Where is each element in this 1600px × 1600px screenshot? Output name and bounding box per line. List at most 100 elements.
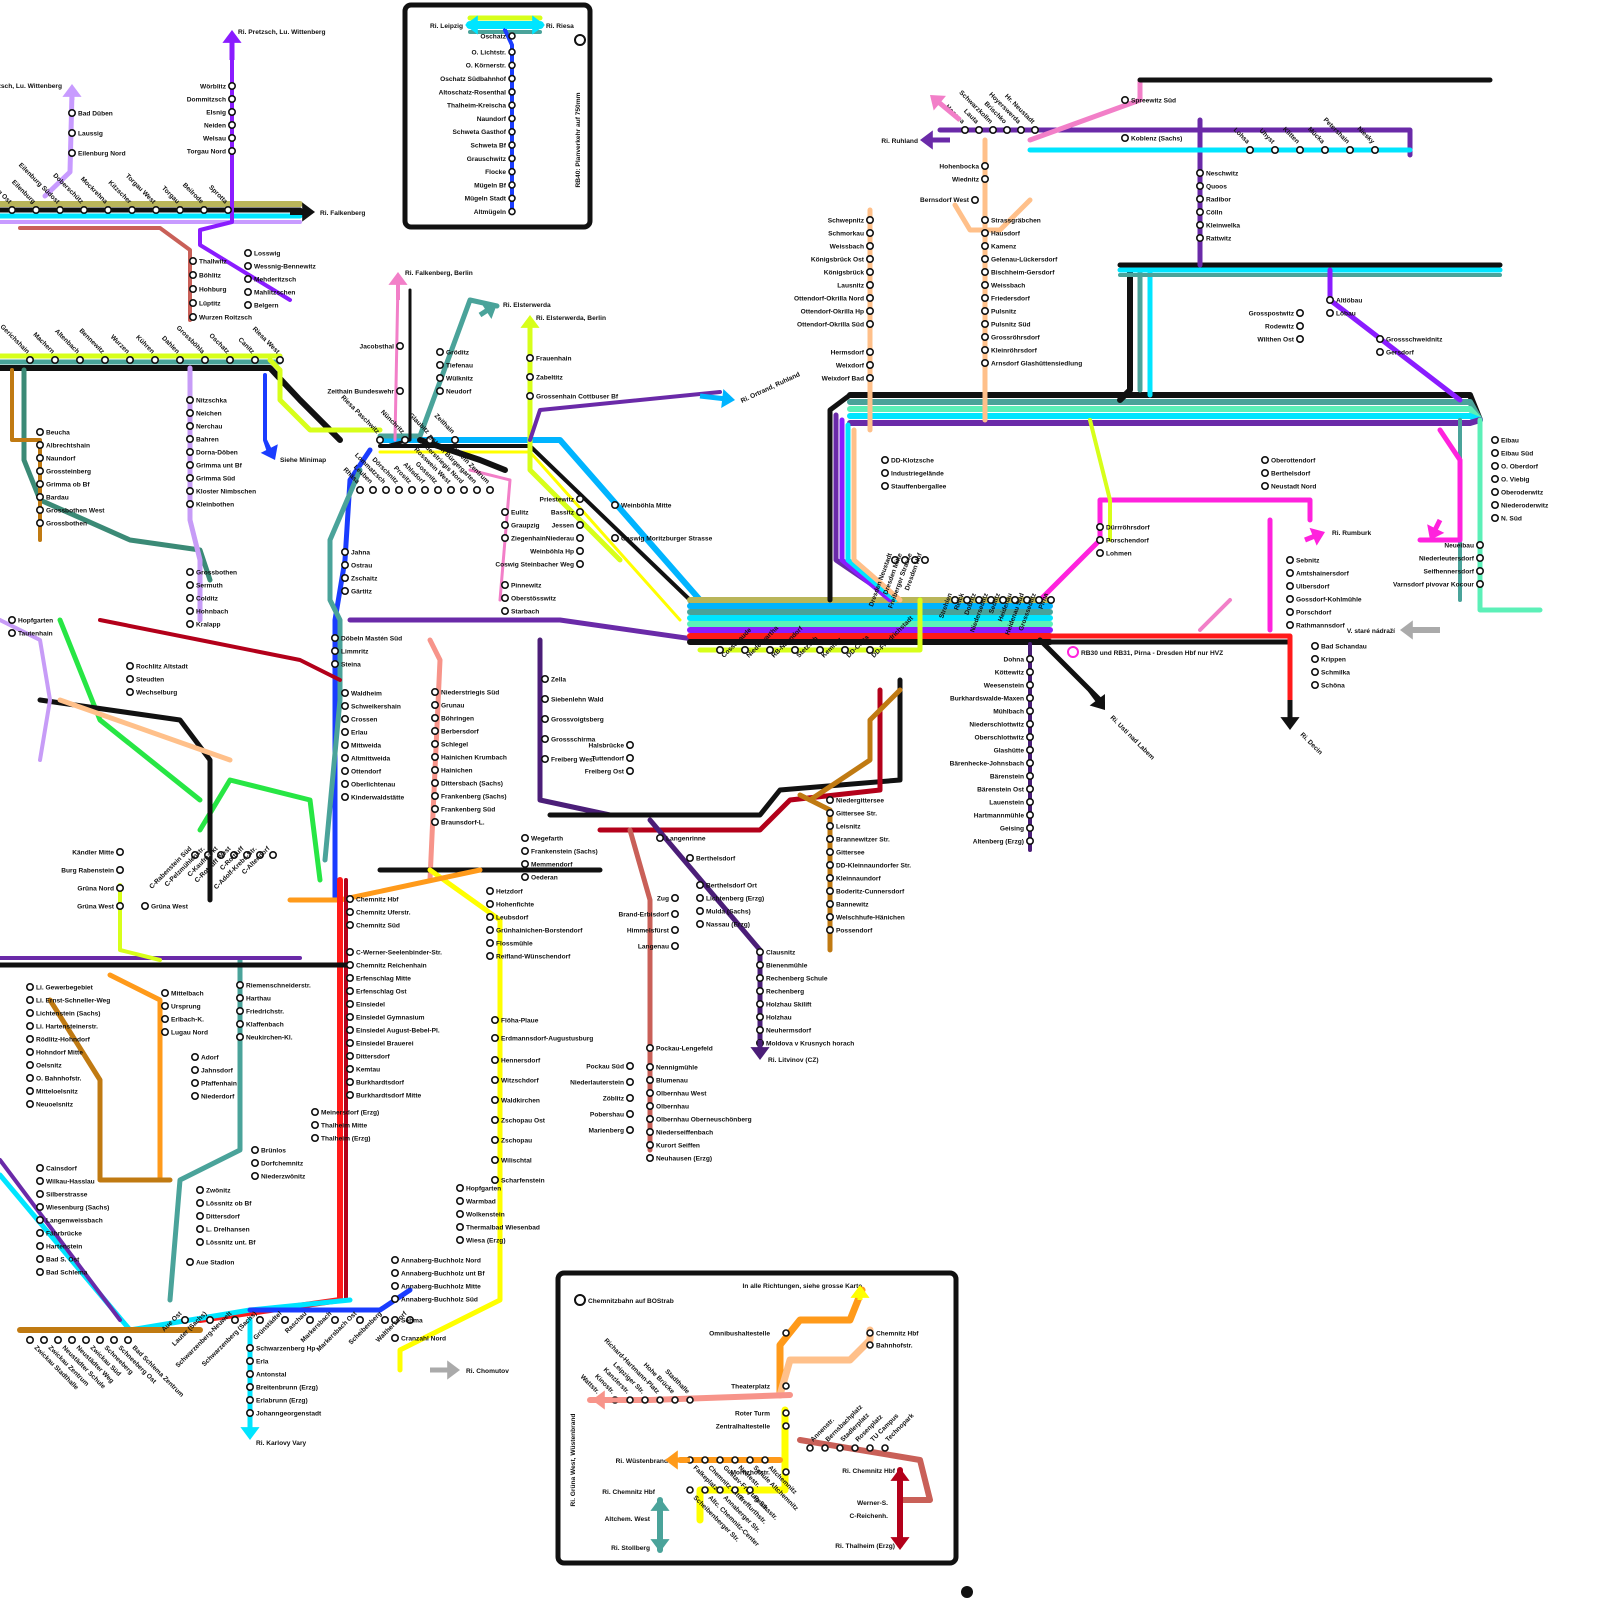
inset-oschatz-station[interactable] (509, 155, 515, 161)
station-marker[interactable] (332, 1317, 338, 1323)
station-marker[interactable] (487, 901, 493, 907)
station-marker[interactable] (1477, 542, 1483, 548)
station-marker[interactable] (687, 855, 693, 861)
station-marker[interactable] (1287, 622, 1293, 628)
station-marker[interactable] (542, 716, 548, 722)
station-marker[interactable] (1027, 708, 1033, 714)
inset-oschatz-station[interactable] (509, 62, 515, 68)
station-marker[interactable] (162, 990, 168, 996)
station-marker[interactable] (357, 1317, 363, 1323)
station-marker[interactable] (522, 835, 528, 841)
station-marker[interactable] (757, 1014, 763, 1020)
station-marker[interactable] (347, 922, 353, 928)
inset-oschatz-station[interactable] (509, 89, 515, 95)
station-marker[interactable] (627, 1127, 633, 1133)
station-marker[interactable] (232, 1317, 238, 1323)
station-marker[interactable] (245, 289, 251, 295)
station-marker[interactable] (1377, 349, 1383, 355)
station-marker[interactable] (392, 1283, 398, 1289)
inset-chemnitz-station[interactable] (783, 1410, 789, 1416)
station-marker[interactable] (392, 1335, 398, 1341)
station-marker[interactable] (492, 1035, 498, 1041)
station-marker[interactable] (37, 429, 43, 435)
station-marker[interactable] (396, 487, 402, 493)
station-marker[interactable] (1097, 524, 1103, 530)
station-marker[interactable] (187, 436, 193, 442)
station-marker[interactable] (1347, 147, 1353, 153)
station-marker[interactable] (111, 1337, 117, 1343)
station-marker[interactable] (697, 895, 703, 901)
station-marker[interactable] (225, 207, 231, 213)
station-marker[interactable] (627, 755, 633, 761)
station-marker[interactable] (312, 1109, 318, 1115)
station-marker[interactable] (1297, 323, 1303, 329)
station-marker[interactable] (492, 1017, 498, 1023)
station-marker[interactable] (187, 501, 193, 507)
inset-oschatz-station[interactable] (509, 209, 515, 215)
station-marker[interactable] (237, 1008, 243, 1014)
station-marker[interactable] (647, 1129, 653, 1135)
station-marker[interactable] (347, 1066, 353, 1072)
station-marker[interactable] (237, 1034, 243, 1040)
station-marker[interactable] (117, 849, 123, 855)
station-marker[interactable] (197, 1187, 203, 1193)
station-marker[interactable] (342, 729, 348, 735)
station-marker[interactable] (1027, 734, 1033, 740)
station-marker[interactable] (245, 263, 251, 269)
station-marker[interactable] (867, 256, 873, 262)
station-marker[interactable] (27, 1049, 33, 1055)
station-marker[interactable] (187, 475, 193, 481)
station-marker[interactable] (229, 148, 235, 154)
station-marker[interactable] (432, 728, 438, 734)
station-marker[interactable] (522, 861, 528, 867)
station-marker[interactable] (347, 1053, 353, 1059)
inset-chemnitz-station[interactable] (783, 1423, 789, 1429)
station-marker[interactable] (1197, 183, 1203, 189)
station-marker[interactable] (382, 1317, 388, 1323)
station-marker[interactable] (52, 357, 58, 363)
station-marker[interactable] (612, 502, 618, 508)
station-marker[interactable] (342, 575, 348, 581)
station-marker[interactable] (437, 349, 443, 355)
station-marker[interactable] (542, 756, 548, 762)
inset-chemnitz-station[interactable] (867, 1330, 873, 1336)
station-marker[interactable] (245, 276, 251, 282)
station-marker[interactable] (282, 1317, 288, 1323)
station-marker[interactable] (522, 848, 528, 854)
inset-oschatz-station[interactable] (509, 76, 515, 82)
station-marker[interactable] (1287, 609, 1293, 615)
station-marker[interactable] (542, 696, 548, 702)
station-marker[interactable] (37, 1204, 43, 1210)
station-marker[interactable] (672, 911, 678, 917)
station-marker[interactable] (37, 1217, 43, 1223)
station-marker[interactable] (672, 943, 678, 949)
station-marker[interactable] (152, 357, 158, 363)
station-marker[interactable] (577, 522, 583, 528)
station-marker[interactable] (187, 462, 193, 468)
station-marker[interactable] (827, 823, 833, 829)
station-marker[interactable] (487, 914, 493, 920)
station-marker[interactable] (177, 207, 183, 213)
station-marker[interactable] (1027, 695, 1033, 701)
station-marker[interactable] (1027, 682, 1033, 688)
station-marker[interactable] (457, 1237, 463, 1243)
station-marker[interactable] (357, 487, 363, 493)
station-marker[interactable] (1027, 825, 1033, 831)
station-marker[interactable] (577, 509, 583, 515)
station-marker[interactable] (245, 302, 251, 308)
station-marker[interactable] (347, 1040, 353, 1046)
station-marker[interactable] (1097, 537, 1103, 543)
station-marker[interactable] (1312, 682, 1318, 688)
station-marker[interactable] (1492, 502, 1498, 508)
inset-oschatz-station[interactable] (509, 182, 515, 188)
station-marker[interactable] (492, 1077, 498, 1083)
station-marker[interactable] (757, 1027, 763, 1033)
station-marker[interactable] (448, 487, 454, 493)
inset-oschatz-station[interactable] (509, 49, 515, 55)
station-marker[interactable] (237, 982, 243, 988)
station-marker[interactable] (37, 481, 43, 487)
station-marker[interactable] (577, 548, 583, 554)
station-marker[interactable] (432, 741, 438, 747)
station-marker[interactable] (757, 962, 763, 968)
station-marker[interactable] (867, 349, 873, 355)
